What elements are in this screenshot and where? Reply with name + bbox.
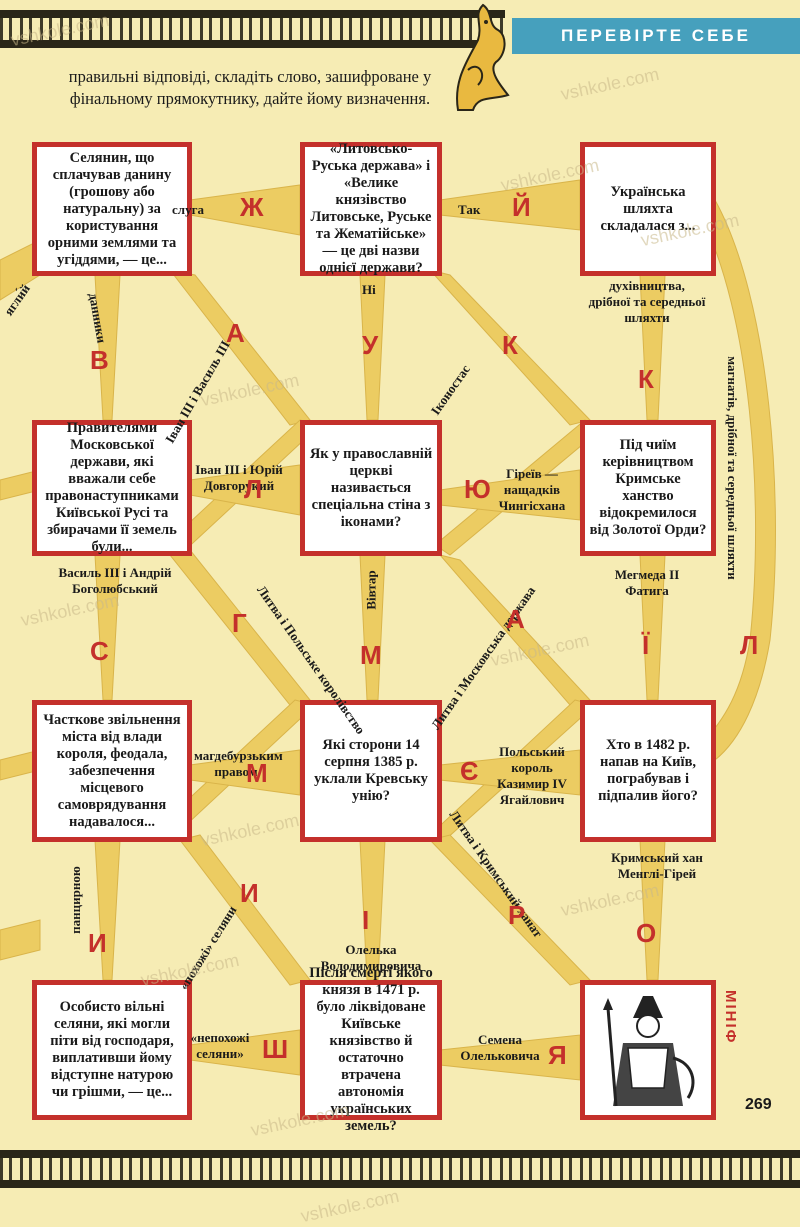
cipher-letter: Л [244,474,263,504]
ornament-band [0,1180,800,1188]
ornament-band [0,40,505,48]
cipher-letter: Г [232,608,247,638]
answer-label: магдебурзьким правом [194,748,283,779]
cipher-letter: Є [460,756,479,786]
header-title: ПЕРЕВІРТЕ СЕБЕ [512,18,800,54]
answer-label: панцирною [67,866,83,934]
question-cell: Хто в 1482 р. напав на Київ, пограбував … [580,700,716,842]
answer-label: Іван ІІІ і Юрій Довгорукий [195,462,283,493]
final-cell-cossack-image [580,980,716,1120]
question-cell: Після смерті якого князя в 1471 р. було … [300,965,442,1134]
cipher-letter: О [636,918,657,948]
cipher-letter: И [240,878,259,908]
cipher-letter: И [88,928,107,958]
cipher-letter: М [360,640,382,670]
answer-label: Так [458,202,481,217]
question-cell: Часткове звільнення міста від влади коро… [32,700,192,842]
answer-label: Гіреїв — нащадків Чингісхана [498,466,566,513]
cipher-letter: Ш [262,1034,289,1064]
answer-label: Мегмеда ІІ Фатига [614,567,680,598]
cipher-letter: Ю [464,474,491,504]
answer-label: духівництва, дрібної та середньої шляхти [588,278,706,325]
intro-text: правильні відповіді, складіть слово, заш… [68,67,432,108]
cipher-letter: В [90,345,109,375]
question-cell: Як у православній церкві називається спе… [300,420,442,556]
question-cell: Під чиїм керівництвом Кримське ханство в… [580,420,716,556]
cipher-letter: Й [512,192,531,222]
griffin-ornament-icon [456,3,510,111]
answer-label: магнатів, дрібної та середньої шляхти [724,356,740,580]
cipher-letter: А [226,318,245,348]
ornament-band [0,10,505,18]
cipher-letter: У [362,330,379,360]
cipher-letter: К [502,330,518,360]
ornament-band [0,1150,800,1158]
answer-label: слуга [172,202,204,217]
answer-label: Василь ІІІ і Андрій Боголюбський [58,565,172,596]
cipher-letter: І [362,905,370,935]
cipher-letter: М [246,758,268,788]
cipher-letter: Ї [642,630,650,660]
answer-label: Олелька Володимировича [320,942,422,973]
answer-label: Ні [362,282,376,297]
answer-label: Вівтар [363,570,379,610]
question-cell: Які сторони 14 серпня 1385 р. уклали Кре… [300,700,442,842]
answer-label: Польський король Казимир IV Ягайлович [497,744,567,807]
cipher-letter: К [638,364,654,394]
page-number: 269 [745,1096,772,1113]
answer-label: «непохожі селяни» [190,1030,250,1061]
question-cell: Особисто вільні селяни, які могли піти в… [32,980,192,1120]
question-cell: Селянин, що сплачував данину (грошову аб… [32,142,192,276]
question-cell: Правителями Московської держави, які вва… [32,420,192,556]
question-cell: «Литовсько-Руська держава» і «Велике кня… [300,141,442,276]
cipher-letter: С [90,636,109,666]
cipher-letter: А [506,604,525,634]
answer-label: Кримський хан Менглі-Гірей [611,850,703,881]
cipher-letter: Я [548,1040,567,1070]
answer-label: Семена Олельковича [460,1032,540,1063]
side-word: МІНІФ [722,990,739,1045]
cipher-letter: Р [508,900,526,930]
question-cell: Українська шляхта складалася з... [580,142,716,276]
cossack-warrior-icon [588,988,708,1112]
cipher-letter: Л [740,630,759,660]
cipher-letter: Ж [240,192,264,222]
